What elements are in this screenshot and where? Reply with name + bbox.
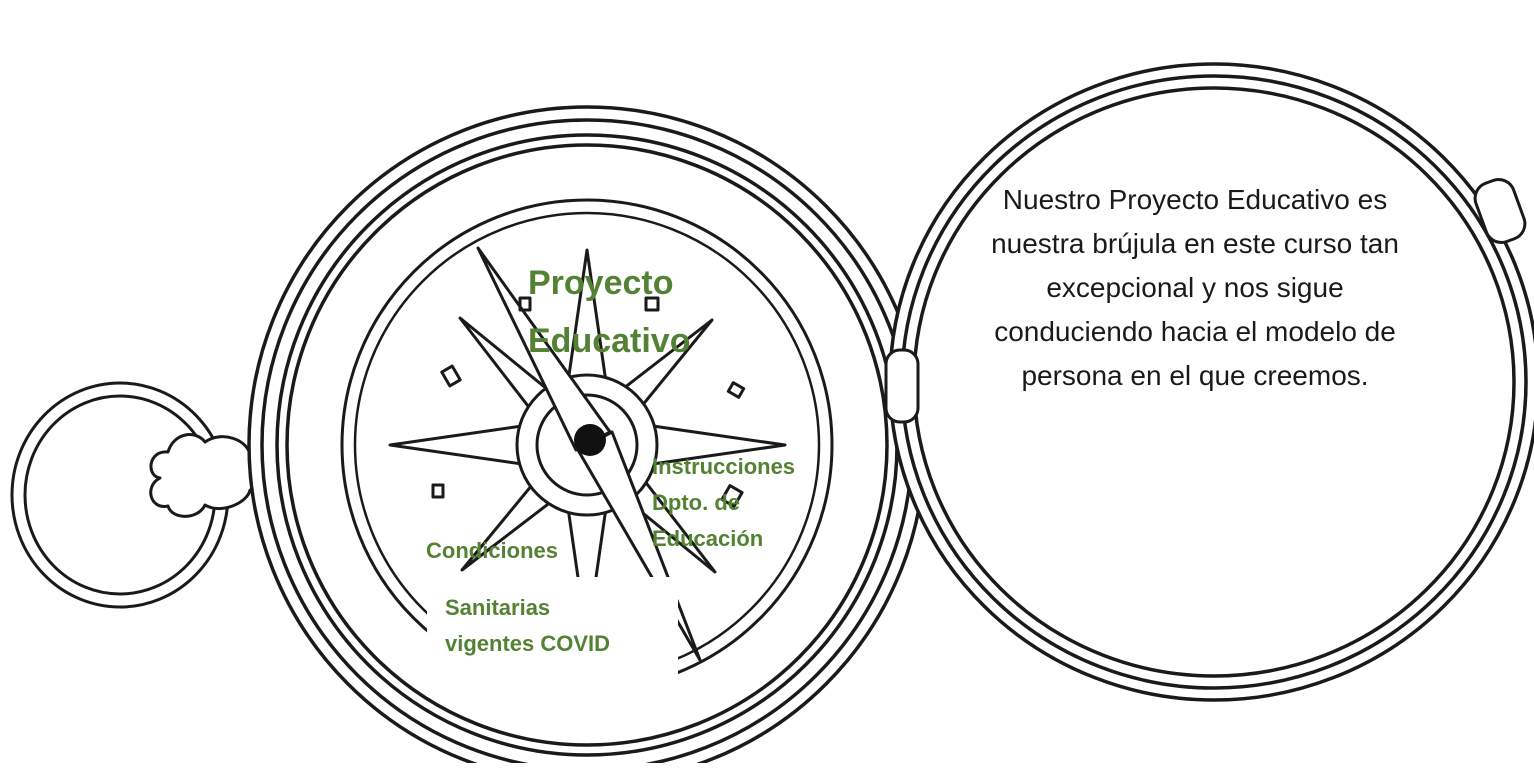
compass-ticks-icon: [431, 296, 746, 508]
crown-knob-icon: [149, 433, 268, 518]
lens-line-3: excepcional y nos sigue: [1046, 272, 1344, 303]
hinge-icon: [884, 178, 1527, 424]
compass-pivot-icon: [574, 424, 606, 456]
label-proyecto-line-1: Proyecto: [528, 264, 674, 302]
label-proyecto-educativo: Proyecto Educativo: [528, 254, 690, 370]
label-proyecto-line-2: Educativo: [528, 322, 691, 360]
lens-line-2: nuestra brújula en este curso tan: [991, 228, 1399, 259]
lens-line-5: persona en el que creemos.: [1021, 360, 1369, 391]
lens-line-4: conduciendo hacia el modelo de: [994, 316, 1396, 347]
label-instrucciones-line-2: Dpto. de: [652, 490, 740, 515]
covid-label-box: [427, 577, 678, 697]
label-instrucciones: Instrucciones Dpto. de Educación: [652, 449, 795, 557]
lens-line-1: Nuestro Proyecto Educativo es: [1002, 184, 1388, 215]
lens-paragraph: Nuestro Proyecto Educativo es nuestra br…: [930, 178, 1460, 398]
label-sanitarias: Sanitarias vigentes COVID: [445, 590, 610, 662]
label-instrucciones-line-3: Educación: [652, 526, 764, 551]
label-sanitarias-line-1: Sanitarias: [445, 595, 551, 620]
label-condiciones: Condiciones: [426, 538, 559, 563]
label-instrucciones-line-1: Instrucciones: [652, 454, 796, 479]
label-sanitarias-line-2: vigentes COVID: [445, 631, 611, 656]
